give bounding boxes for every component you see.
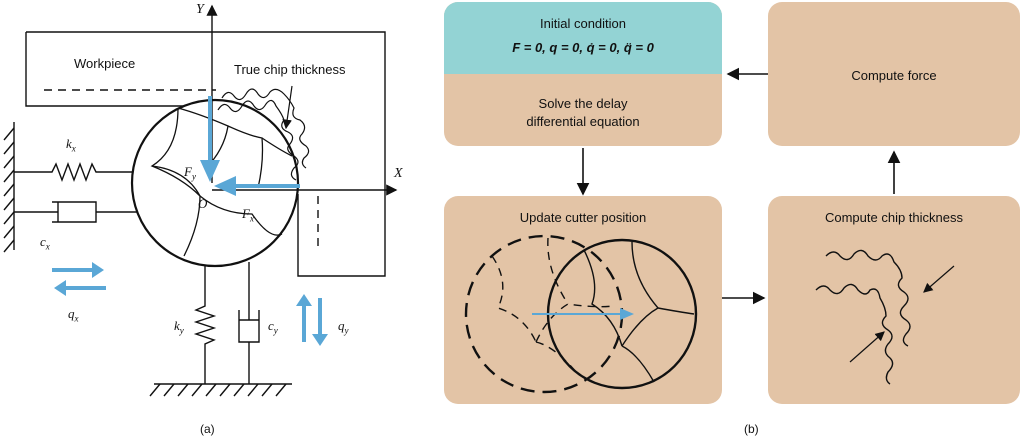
chip-thickness-label: True chip thickness xyxy=(234,62,346,77)
ky-label: ky xyxy=(174,318,184,336)
flow-arrows xyxy=(576,67,901,305)
ground xyxy=(149,383,292,397)
compute-force-label: Compute force xyxy=(851,68,937,83)
cutter-flutes xyxy=(150,107,293,257)
update-cutter-box: Update cutter position xyxy=(444,196,722,404)
kx-spring xyxy=(14,162,140,182)
left-wall xyxy=(3,122,15,253)
qx-label: qx xyxy=(68,306,79,324)
cutter-circle xyxy=(130,98,300,268)
initial-condition-title: Initial condition xyxy=(540,16,626,31)
solve-dde-line2: differential equation xyxy=(526,114,640,129)
update-cutter-label: Update cutter position xyxy=(519,210,647,225)
compute-force-box: Compute force xyxy=(768,2,1020,146)
workpiece-outline xyxy=(25,31,386,277)
qx-arrows xyxy=(52,262,106,296)
dashed-cut xyxy=(44,89,319,252)
cutter-shift-drawing xyxy=(464,234,698,394)
compute-chip-box: Compute chip thickness xyxy=(768,196,1020,404)
x-axis-label: X xyxy=(394,166,403,181)
initial-solve-box: Initial condition F = 0, q = 0, q̇ = 0, … xyxy=(444,2,722,146)
compute-chip-label: Compute chip thickness xyxy=(824,210,963,225)
cy-label: cy xyxy=(268,318,278,336)
kx-label: kx xyxy=(66,136,76,154)
solve-dde-line1: Solve the delay xyxy=(538,96,628,111)
initial-condition-equation: F = 0, q = 0, q̇ = 0, q̈ = 0 xyxy=(512,40,654,55)
force-arrows xyxy=(200,96,300,196)
y-axis-label: Y xyxy=(196,2,204,17)
workpiece-label: Workpiece xyxy=(74,56,136,71)
chip-thickness-drawing xyxy=(815,249,955,385)
origin-label: O xyxy=(198,196,208,211)
chip-thickness-pointer xyxy=(282,85,293,130)
cx-label: cx xyxy=(40,234,50,252)
fy-label: Fy xyxy=(184,164,196,182)
initial-condition-header xyxy=(444,2,722,74)
caption-a: (a) xyxy=(200,422,215,436)
ky-spring xyxy=(193,266,217,384)
fx-label: Fx xyxy=(242,206,254,224)
caption-b: (b) xyxy=(744,422,759,436)
cy-damper xyxy=(238,262,260,384)
cx-damper xyxy=(14,201,138,223)
qy-label: qy xyxy=(338,318,349,336)
qy-arrows xyxy=(296,294,328,346)
